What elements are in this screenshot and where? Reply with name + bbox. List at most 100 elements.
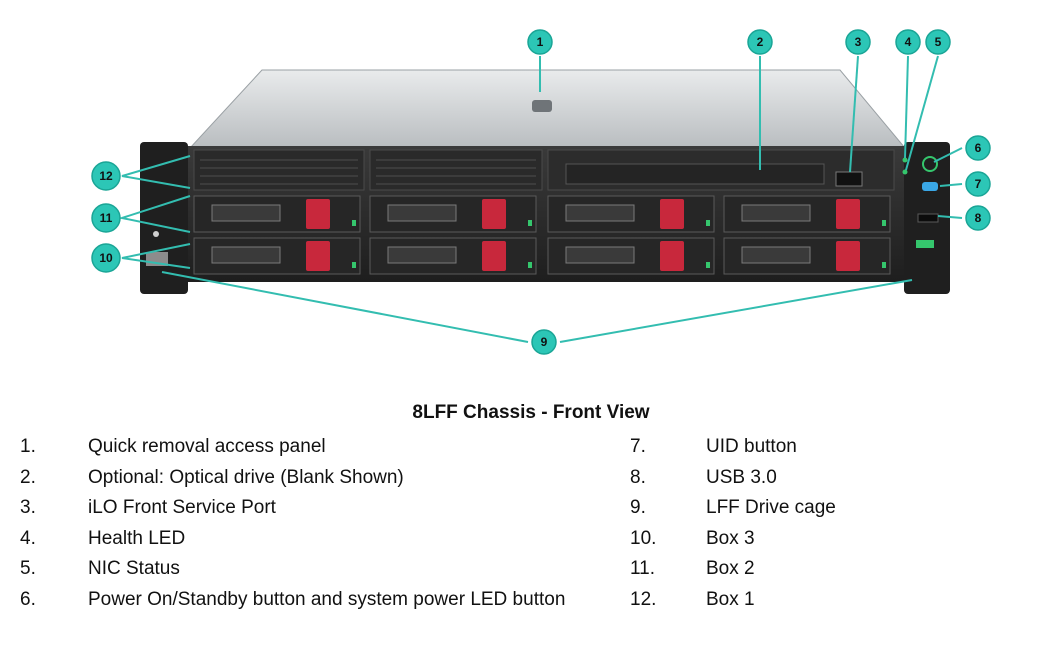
legend-item: 6.Power On/Standby button and system pow… (20, 589, 600, 633)
callout-number: 10 (99, 251, 113, 265)
callout-number: 5 (935, 35, 942, 49)
drive-bay (723, 195, 891, 233)
legend-item: 12. Box 1 (630, 589, 1030, 633)
legend-label: Health LED (88, 527, 186, 549)
legend-number: 10. (630, 527, 657, 549)
callout-line-3 (849, 55, 859, 173)
vent-panel-middle (369, 149, 543, 191)
legend-label: Box 2 (706, 558, 755, 579)
legend-label: USB 3.0 (706, 466, 777, 488)
callout-badge-1: 1 (527, 29, 553, 55)
nic-status-led (902, 169, 908, 175)
drive-bay (547, 237, 715, 275)
ilo-service-port (835, 171, 863, 187)
legend-label: NIC Status (88, 558, 180, 579)
legend-number: 4. (20, 527, 36, 549)
vent-panel-left (193, 149, 365, 191)
drive-grill (741, 246, 811, 264)
legend-number: 12. (630, 588, 657, 610)
callout-badge-3: 3 (845, 29, 871, 55)
callout-circle (845, 29, 871, 55)
drive-bay (193, 237, 361, 275)
uid-button (922, 182, 938, 191)
callout-circle (91, 161, 121, 191)
lid-latch (532, 100, 552, 112)
legend-label: LFF Drive cage (706, 497, 836, 518)
callout-line-5 (905, 55, 939, 171)
callout-line-11 (118, 195, 191, 233)
legend-number: 11. (630, 558, 656, 579)
callout-line-12 (121, 155, 191, 189)
callout-badge-8: 8 (965, 205, 991, 231)
drive-bay (723, 237, 891, 275)
callout-circle (527, 29, 553, 55)
callout-badge-2: 2 (747, 29, 773, 55)
callout-line-6 (933, 147, 963, 163)
drive-grill (387, 246, 457, 264)
drive-grill (565, 204, 635, 222)
lff-drive-cage (193, 195, 891, 275)
callout-number: 3 (855, 35, 862, 49)
drive-latch (836, 241, 860, 271)
drive-led (882, 262, 886, 268)
legend-number: 2. (20, 466, 36, 488)
drive-grill (211, 246, 281, 264)
callout-number: 6 (975, 141, 982, 155)
legend-label: Optional: Optical drive (Blank Shown) (88, 466, 404, 488)
legend-number: 5. (20, 558, 36, 579)
drive-bay (369, 237, 537, 275)
drive-led (352, 220, 356, 226)
power-button-icon (922, 156, 938, 172)
legend-label: Power On/Standby button and system power… (88, 588, 566, 610)
callout-line-8 (937, 215, 963, 219)
legend-number: 9. (630, 497, 646, 518)
diagram-title: 8LFF Chassis - Front View (412, 402, 650, 423)
drive-bay (547, 195, 715, 233)
callout-badge-5: 5 (925, 29, 951, 55)
legend-number: 7. (630, 436, 646, 457)
legend-item: 3. iLO Front Service Port (20, 497, 600, 541)
drive-led (352, 262, 356, 268)
drive-latch (306, 199, 330, 229)
callout-circle (965, 205, 991, 231)
legend-label: Box 3 (706, 527, 755, 549)
callout-badge-4: 4 (895, 29, 921, 55)
left-ear-indicator (153, 231, 159, 237)
callout-number: 4 (905, 35, 912, 49)
callout-circle (965, 135, 991, 161)
callout-number: 12 (99, 169, 113, 183)
callout-circle (531, 329, 557, 355)
callout-number: 1 (537, 35, 544, 49)
callout-circle (895, 29, 921, 55)
legend-label: iLO Front Service Port (88, 497, 276, 518)
drive-bay (193, 195, 361, 233)
callout-number: 9 (541, 335, 548, 349)
optical-drive-blank (565, 163, 825, 185)
callout-line-10 (121, 243, 191, 269)
callout-number: 2 (757, 35, 764, 49)
legend-item: 10. Box 3 (630, 528, 1030, 572)
legend-label: Box 1 (706, 588, 755, 610)
drive-bay (369, 195, 537, 233)
callout-circle (965, 171, 991, 197)
callout-line-9-left (161, 271, 529, 343)
callout-badge-9: 9 (531, 329, 557, 355)
legend-item: 2. Optional: Optical drive (Blank Shown) (20, 467, 600, 511)
legend-item: 4. Health LED (20, 528, 600, 572)
legend-item: 9. LFF Drive cage (630, 497, 1030, 541)
legend-number: 8. (630, 466, 646, 488)
drive-led (706, 262, 710, 268)
callout-badge-11: 11 (91, 203, 121, 233)
drive-grill (387, 204, 457, 222)
legend-item: 1.Quick removal access panel (20, 436, 600, 480)
legend-number: 3. (20, 497, 36, 518)
drive-grill (565, 246, 635, 264)
callout-number: 7 (975, 177, 982, 191)
drive-led (706, 220, 710, 226)
drive-latch (660, 241, 684, 271)
callout-circle (91, 203, 121, 233)
legend-number: 1. (20, 436, 36, 457)
legend-item: 11. Box 2 (630, 558, 1030, 602)
drive-led (882, 220, 886, 226)
